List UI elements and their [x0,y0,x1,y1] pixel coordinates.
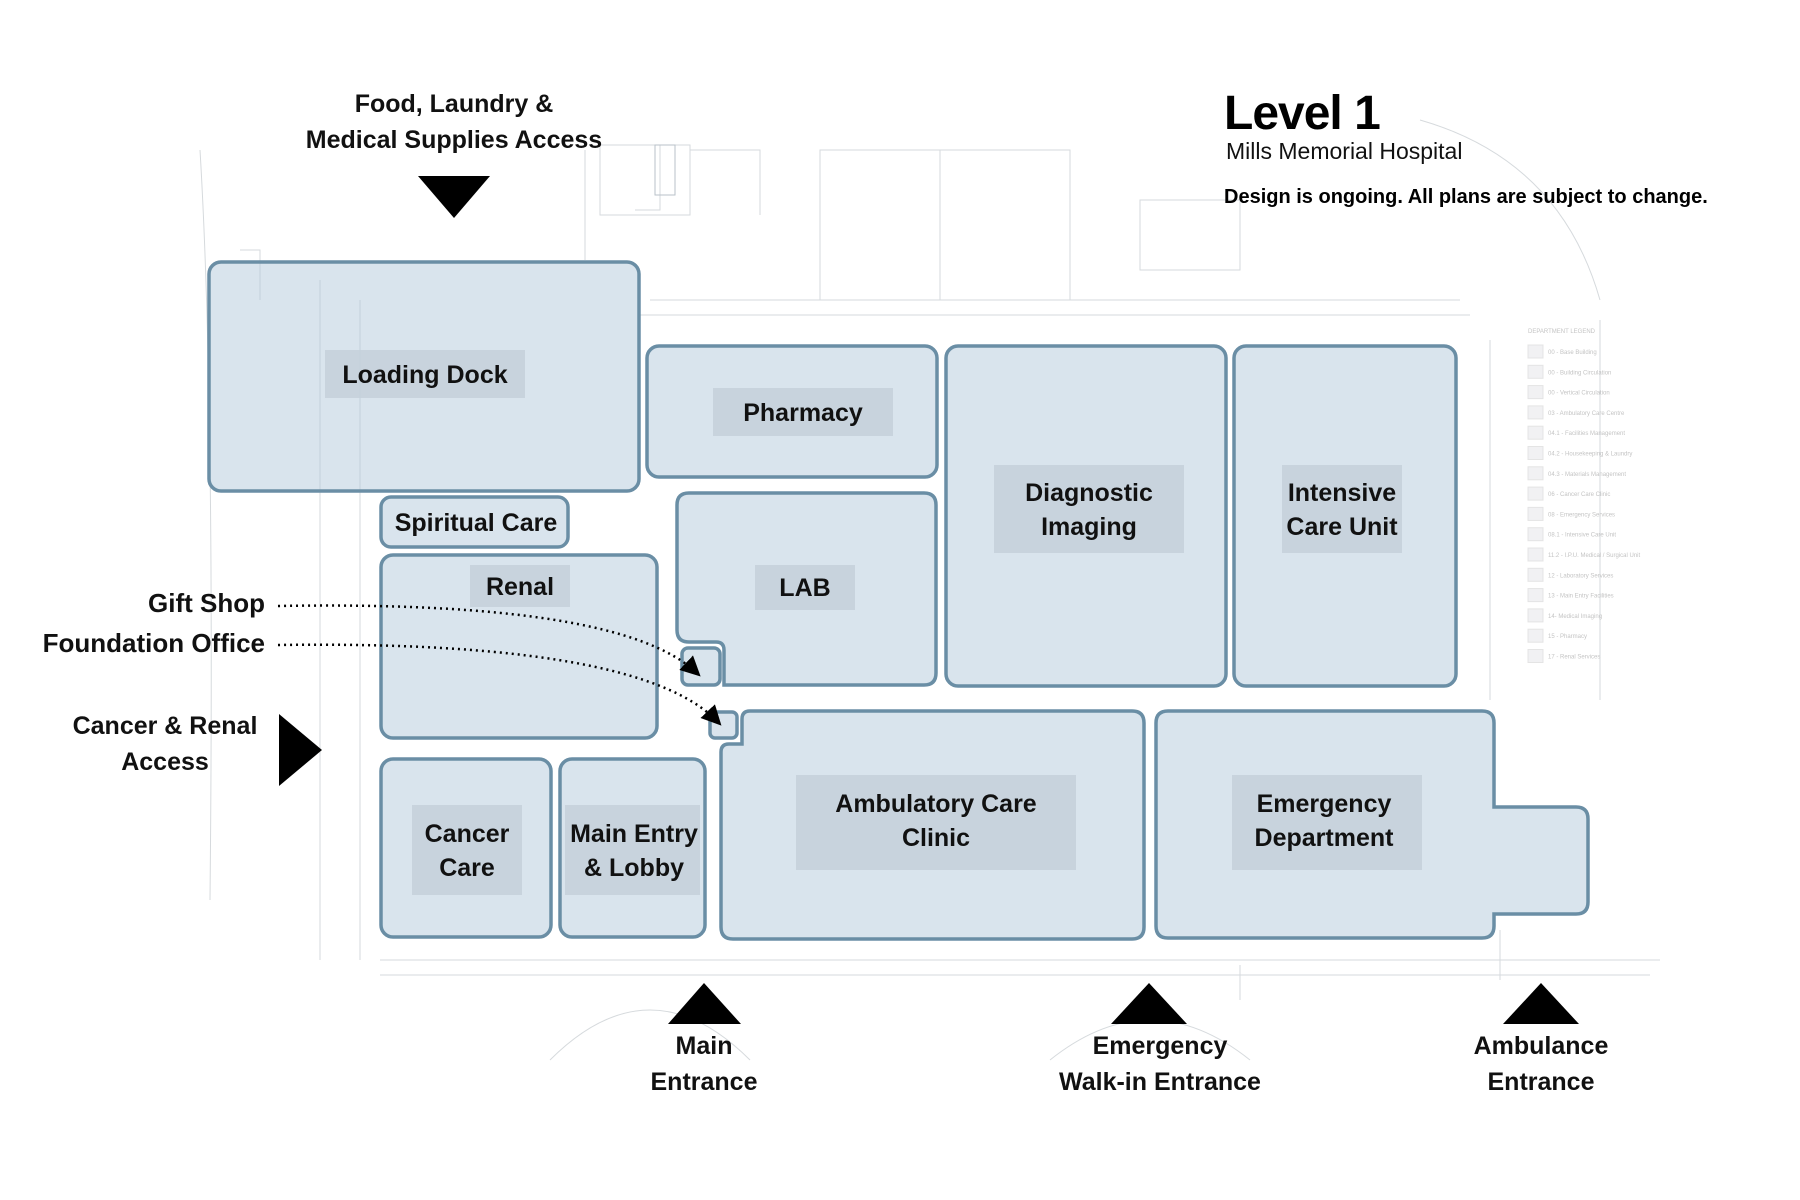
legend-item: 13 - Main Entry Facilities [1548,594,1614,600]
room-emergency-department[interactable]: Emergency Department [1154,709,1590,940]
entrance-label: Medical Supplies Access [306,126,602,154]
legend-item: 08.1 - Intensive Care Unit [1548,533,1616,539]
legend-item: 06 - Cancer Care Clinic [1548,492,1610,498]
entrance-label: Cancer & Renal [73,712,258,740]
legend-swatch [1527,446,1544,460]
legend-swatch [1527,385,1544,400]
triangle-right-icon [279,714,322,786]
legend-swatch [1527,649,1544,663]
legend-item: 14- Medical Imaging [1548,614,1602,620]
room-foundation-office[interactable] [708,710,739,740]
page-subtitle: Mills Memorial Hospital [1226,138,1463,164]
entrance-label: Food, Laundry & [355,90,554,118]
triangle-up-icon [1111,983,1187,1024]
room-label: Main Entry [570,820,698,848]
triangle-up-icon [1503,983,1579,1024]
legend-swatch [1527,425,1544,440]
room-label: Loading Dock [342,361,507,389]
room-label: Cancer [425,820,510,848]
legend-swatch [1527,364,1544,379]
room-cancer-care[interactable]: Cancer Care [379,757,553,939]
legend-swatch [1527,567,1544,582]
room-spiritual-care[interactable]: Spiritual Care [379,495,570,549]
room-intensive-care-unit[interactable]: Intensive Care Unit [1232,344,1458,688]
legend-swatch [1527,527,1544,542]
room-label: Imaging [1041,513,1137,541]
entrance-label: Entrance [1488,1068,1595,1096]
legend-swatch [1527,344,1544,359]
room-pharmacy[interactable]: Pharmacy [645,344,939,479]
room-label: LAB [779,574,830,602]
entrance-emergency-walkin: Emergency Walk-in Entrance [1059,983,1261,1096]
legend-item: 00 - Building Circulation [1548,370,1611,376]
room-label: & Lobby [584,854,684,882]
legend-item: 17 - Renal Services [1548,655,1600,661]
entrance-label: Main [676,1032,733,1060]
triangle-up-icon [668,983,741,1024]
room-label: Renal [486,573,554,601]
legend-item: 12 - Laboratory Services [1548,573,1613,579]
room-ambulatory-care-clinic[interactable]: Ambulatory Care Clinic [719,709,1146,941]
entrance-label: Ambulance [1474,1032,1609,1060]
legend-swatch [1527,405,1544,420]
legend-swatch [1527,588,1544,603]
triangle-down-icon [418,176,490,218]
legend-swatch [1527,506,1544,521]
entrance-label: Access [121,748,209,776]
room-lab[interactable]: LAB [675,491,938,687]
room-renal[interactable]: Renal [379,553,659,740]
legend-item: 03 - Ambulatory Care Centre [1548,411,1625,417]
page-title: Level 1 [1224,87,1381,140]
room-label: Intensive [1288,479,1396,507]
entrance-supplies-access: Food, Laundry & Medical Supplies Access [306,90,602,218]
legend-item: 08 - Emergency Services [1548,512,1615,518]
legend-item: 00 - Base Building [1548,350,1597,356]
room-label: Care Unit [1286,513,1398,541]
room-label: Emergency [1257,790,1392,818]
legend-swatch [1527,608,1544,623]
entrance-main: Main Entrance [651,983,758,1096]
entrance-ambulance: Ambulance Entrance [1474,983,1609,1096]
room-label: Care [439,854,495,882]
legend-item: 00 - Vertical Circulation [1548,391,1610,397]
room-main-entry-lobby[interactable]: Main Entry & Lobby [558,757,707,939]
room-diagnostic-imaging[interactable]: Diagnostic Imaging [944,344,1228,688]
room-label: Pharmacy [743,399,863,427]
room-label: Spiritual Care [395,509,558,537]
legend-swatch [1527,486,1544,501]
room-gift-shop[interactable] [680,646,722,687]
legend-item: 04.2 - Housekeeping & Laundry [1548,452,1632,458]
room-label: Diagnostic [1025,479,1153,507]
entrance-cancer-renal-access: Cancer & Renal Access [73,712,322,786]
legend-swatch [1527,466,1544,481]
room-loading-dock[interactable]: Loading Dock [207,260,641,493]
callout-foundation-office: Foundation Office [43,628,265,658]
gift-shop-pointer [277,604,701,677]
legend-swatch [1527,547,1544,562]
disclaimer-note: Design is ongoing. All plans are subject… [1224,186,1708,208]
callout-gift-shop: Gift Shop [148,588,265,618]
legend-title: DEPARTMENT LEGEND [1528,329,1596,335]
entrance-label: Entrance [651,1068,758,1096]
room-label: Ambulatory Care [835,790,1037,818]
legend-swatch [1527,628,1544,643]
legend-item: 04.1 - Facilities Management [1548,431,1625,437]
entrance-label: Walk-in Entrance [1059,1068,1261,1096]
legend-item: 15 - Pharmacy [1548,634,1587,640]
legend-item: 04.3 - Materials Management [1548,472,1626,478]
room-label: Department [1255,824,1395,852]
legend-item: 11.2 - I.P.U. Medical / Surgical Unit [1548,553,1640,559]
foundation-office-pointer [277,643,722,726]
background-plan [199,119,1660,1061]
entrance-label: Emergency [1093,1032,1228,1060]
department-legend: DEPARTMENT LEGEND 00 - Base Building 00 -… [1527,329,1640,663]
room-label: Clinic [902,824,970,852]
